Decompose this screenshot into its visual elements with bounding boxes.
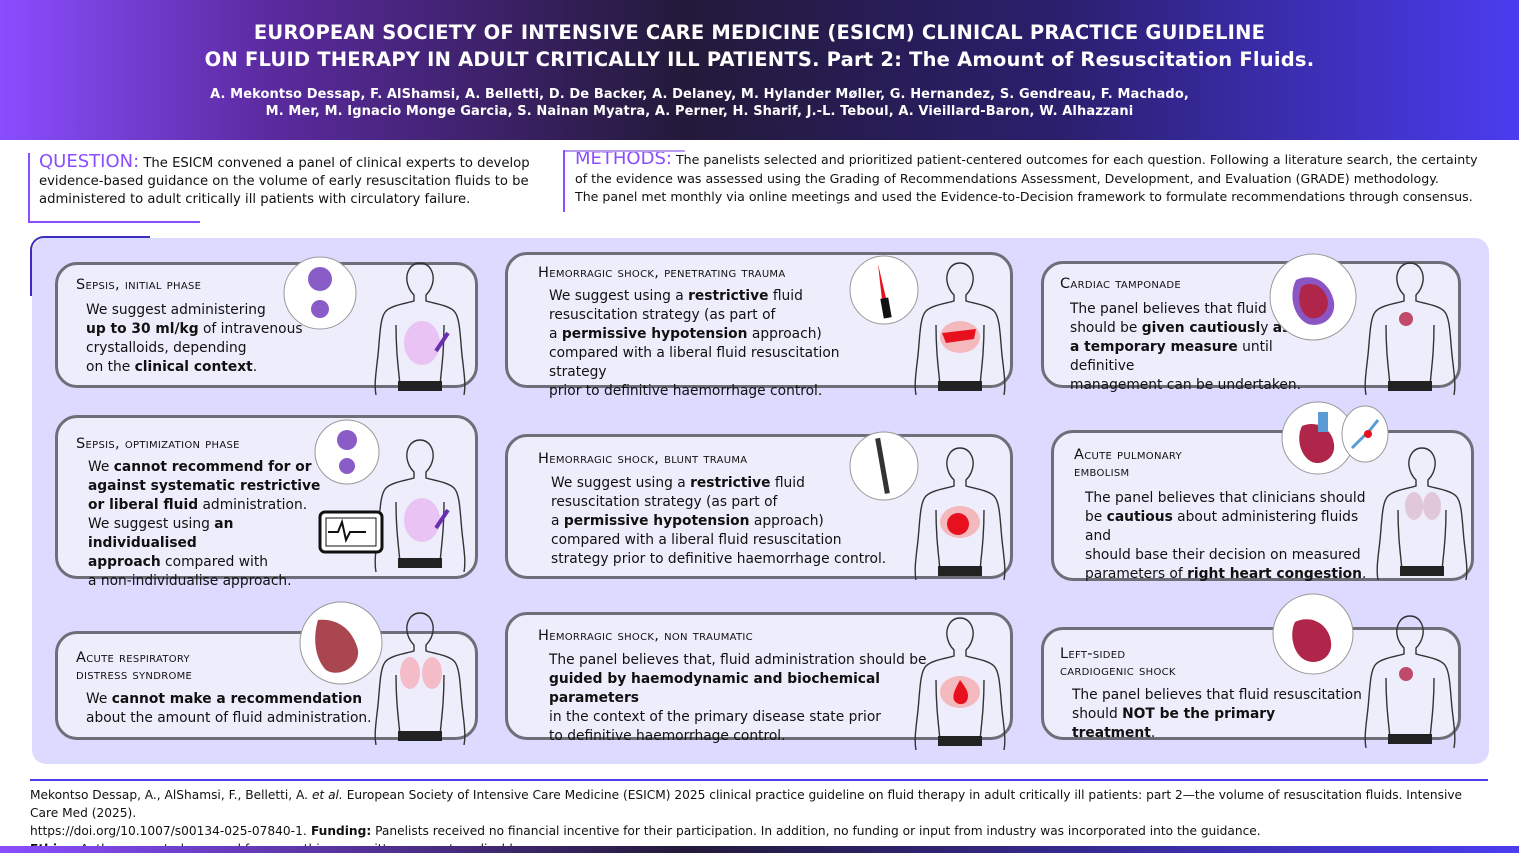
- heart-icon: [1269, 253, 1357, 341]
- card-cardiac-tamponade: Cardiac tamponade The panel believes tha…: [1041, 261, 1461, 393]
- body-icon: [914, 447, 1006, 580]
- question-block: QUESTION: The ESICM convened a panel of …: [28, 153, 538, 223]
- card-title: Cardiac tamponade: [1060, 276, 1181, 292]
- card-text: We suggest administering up to 30 ml/kg …: [86, 302, 303, 375]
- lung-icon: [299, 601, 383, 685]
- footer: Mekontso Dessap, A., AlShamsi, F., Belle…: [30, 786, 1490, 853]
- card-hemorrhagic-blunt: Hemorragic shock, blunt trauma We sugges…: [505, 434, 1013, 579]
- virus-icon: [283, 256, 357, 330]
- body-icon: [374, 439, 466, 572]
- body-icon: [1364, 262, 1456, 395]
- knife-icon: [849, 255, 919, 325]
- doi-link[interactable]: https://doi.org/10.1007/s00134-025-07840…: [30, 824, 307, 838]
- card-title: Sepsis, initial phase: [76, 277, 202, 293]
- authors-line-2: M. Mer, M. Ignacio Monge Garcia, S. Nain…: [265, 104, 1134, 119]
- monitor-icon: [318, 510, 384, 554]
- body-icon: [374, 262, 466, 395]
- card-text: We cannot recommend for or against syste…: [88, 459, 321, 589]
- card-text: The panel believes that, fluid administr…: [549, 652, 927, 744]
- panel-corner-accent: [30, 236, 150, 296]
- card-text: We suggest using a restrictive fluid res…: [551, 475, 887, 567]
- card-text: The panel believes that fluid resuscitat…: [1072, 687, 1362, 741]
- body-icon: [914, 617, 1006, 750]
- methods-heading: METHODS:: [575, 148, 672, 169]
- card-title: Hemorragic shock, penetrating trauma: [538, 265, 786, 281]
- header-banner: EUROPEAN SOCIETY OF INTENSIVE CARE MEDIC…: [0, 0, 1519, 140]
- body-icon: [1376, 447, 1468, 580]
- card-title: Hemorragic shock, blunt trauma: [538, 451, 748, 467]
- question-heading: QUESTION:: [39, 151, 140, 172]
- authors-line-1: A. Mekontso Dessap, F. AlShamsi, A. Bell…: [210, 87, 1189, 102]
- card-sepsis-initial: Sepsis, initial phase We suggest adminis…: [55, 262, 478, 388]
- lung-icon: [1341, 405, 1389, 463]
- heart-icon: [1272, 593, 1354, 675]
- body-icon: [914, 262, 1006, 395]
- card-text: We suggest using a restrictive fluid res…: [549, 288, 840, 399]
- citation: Mekontso Dessap, A., AlShamsi, F., Belle…: [30, 788, 1463, 820]
- virus-icon: [314, 419, 380, 485]
- rod-icon: [849, 431, 919, 501]
- card-hemorrhagic-non-traumatic: Hemorragic shock, non traumatic The pane…: [505, 612, 1013, 744]
- card-title: Sepsis, optimization phase: [76, 436, 240, 452]
- bottom-bar: [0, 846, 1519, 853]
- card-title: Hemorragic shock, non traumatic: [538, 628, 753, 644]
- card-text: The panel believes that fluid should be …: [1070, 301, 1301, 393]
- title-line-1: EUROPEAN SOCIETY OF INTENSIVE CARE MEDIC…: [253, 21, 1266, 44]
- body-icon: [374, 612, 466, 745]
- card-sepsis-optimization: Sepsis, optimization phase We cannot rec…: [55, 415, 478, 589]
- card-text: The panel believes that clinicians shoul…: [1085, 490, 1367, 582]
- heart-icon: [1281, 401, 1355, 475]
- card-hemorrhagic-penetrating: Hemorragic shock, penetrating trauma We …: [505, 252, 1013, 399]
- doi-funding: https://doi.org/10.1007/s00134-025-07840…: [30, 824, 1261, 838]
- title-line-2: ON FLUID THERAPY IN ADULT CRITICALLY ILL…: [204, 48, 1315, 71]
- methods-text: METHODS: The panelists selected and prio…: [575, 148, 1478, 204]
- methods-block: METHODS: The panelists selected and prio…: [563, 148, 1483, 212]
- footer-divider: [30, 779, 1488, 781]
- card-text: We cannot make a recommendation about th…: [86, 691, 372, 726]
- body-icon: [1364, 615, 1456, 748]
- question-text: QUESTION: The ESICM convened a panel of …: [39, 151, 530, 208]
